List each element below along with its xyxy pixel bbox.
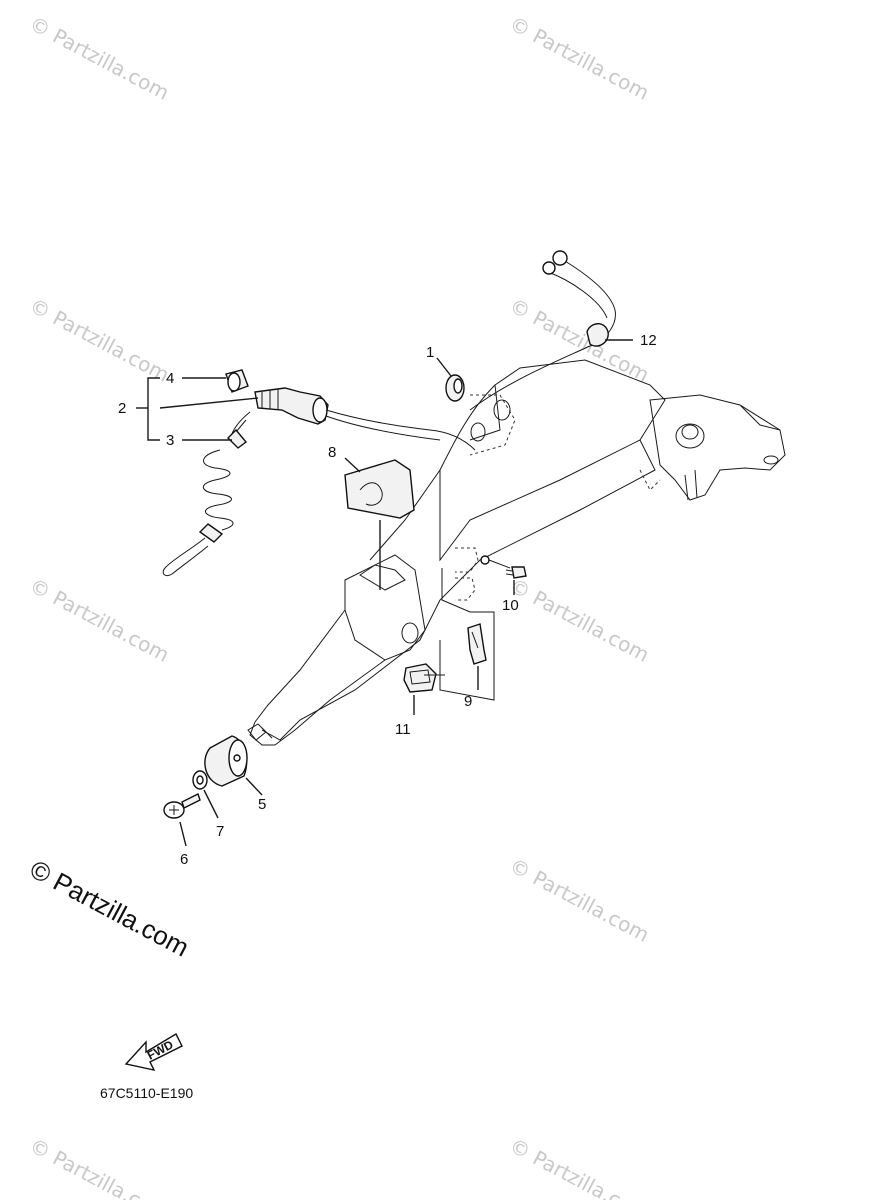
part-1-grommet: 1 [426,344,465,402]
callout-6: 6 [180,851,188,868]
callout-3: 3 [166,432,174,449]
watermark-tiles: © Partzilla.com © Partzilla.com © Partzi… [26,11,654,1200]
part-4-cap [225,369,249,393]
part-8-grip-cover: 8 [328,444,415,590]
part-3-lanyard [162,411,251,577]
callout-4: 4 [166,370,174,387]
part-9-clip: 9 [464,623,487,710]
watermark-tile: © Partzilla.com [506,573,654,667]
callout-1: 1 [426,344,434,361]
callout-8: 8 [328,444,336,461]
watermark-tile: © Partzilla.com [26,573,174,667]
callout-10: 10 [502,597,519,614]
watermark-tile: © Partzilla.com [506,11,654,105]
callout-9: 9 [464,693,472,710]
part-12-clip-and-lead: 12 [469,250,657,411]
tiller-handle-body [249,359,786,746]
forward-direction-arrow: FWD [124,1033,183,1071]
callout-12: 12 [640,332,657,349]
callouts-2-3-4: 4 2 3 [118,370,259,449]
watermark-tile: © Partzilla.com [506,1133,654,1200]
watermark-tile: © Partzilla.com [26,1133,174,1200]
assembly-guide-lines [424,568,495,701]
callout-7: 7 [216,823,224,840]
part-5-grip-end: 5 [204,723,267,813]
watermark-main: © Partzilla.com [25,854,194,963]
callout-2: 2 [118,400,126,417]
watermark-tile: © Partzilla.com [26,293,174,387]
watermark-tile: © Partzilla.com [506,853,654,947]
diagram-code: 67C5110-E190 [100,1085,193,1101]
part-7-washer: 7 [192,770,224,840]
part-2-engine-stop-switch [254,387,476,451]
part-10-screw: 10 [455,547,527,614]
part-11-holder: 11 [395,663,437,738]
callout-11: 11 [395,721,411,738]
part-6-screw: 6 [163,793,201,868]
watermark-tile: © Partzilla.com [26,11,174,105]
callout-5: 5 [258,796,266,813]
